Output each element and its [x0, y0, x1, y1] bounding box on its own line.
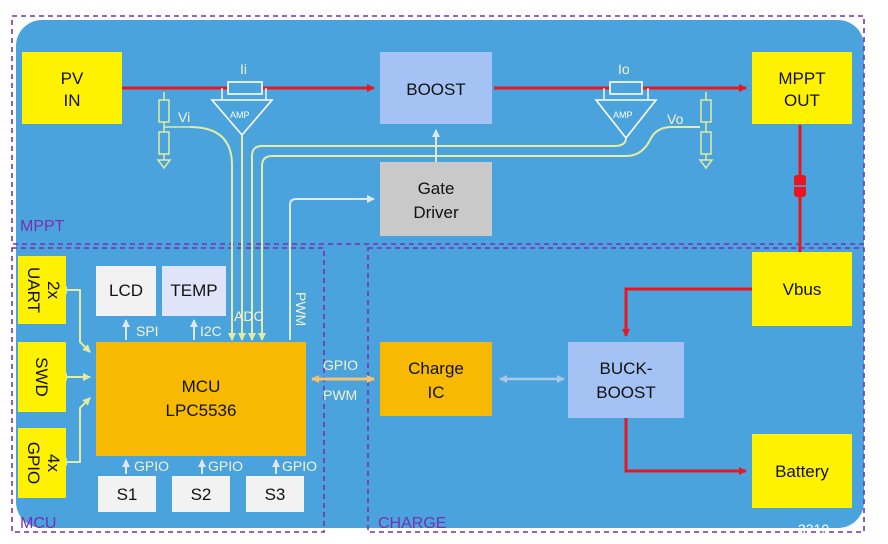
gate-driver-block: Gate Driver	[380, 162, 492, 236]
battery-block: Battery	[752, 434, 852, 508]
svg-text:OUT: OUT	[784, 91, 820, 110]
svg-text:S2: S2	[191, 485, 212, 504]
uart-block: 2x UART	[18, 256, 66, 324]
output-voltage-divider-icon	[698, 92, 714, 170]
svg-text:MCU: MCU	[182, 377, 221, 396]
svg-text:SWD: SWD	[32, 357, 51, 397]
section-label-mppt: MPPT	[20, 218, 65, 235]
mcu-block: MCU LPC5536	[96, 342, 306, 456]
svg-text:MPPT: MPPT	[778, 69, 825, 88]
mppt-out-block: MPPT OUT	[752, 52, 852, 124]
svg-text:Charge: Charge	[408, 359, 464, 378]
svg-text:4x: 4x	[44, 454, 63, 472]
svg-text:LCD: LCD	[109, 281, 143, 300]
s2-block: S2	[172, 476, 230, 512]
svg-text:2x: 2x	[44, 281, 63, 299]
adc-signal-lines	[189, 126, 700, 341]
i2c-label: I2C	[200, 323, 222, 339]
svg-text:UART: UART	[24, 267, 43, 313]
buck-boost-block: BUCK- BOOST	[568, 342, 684, 418]
pwm-link-label: PWM	[323, 387, 357, 403]
voltage-out-label: Vo	[667, 111, 684, 127]
boost-block: BOOST	[380, 52, 492, 124]
sense-resistor-output	[609, 81, 643, 95]
peripheral-links	[59, 286, 91, 466]
svg-text:IN: IN	[64, 91, 81, 110]
svg-text:Vbus: Vbus	[783, 280, 822, 299]
svg-text:S1: S1	[117, 485, 138, 504]
svg-text:GPIO: GPIO	[24, 442, 43, 485]
svg-text:LPC5536: LPC5536	[166, 401, 237, 420]
svg-text:TEMP: TEMP	[170, 281, 217, 300]
charge-section-border	[367, 247, 865, 533]
power-path	[122, 84, 806, 475]
s1-block: S1	[98, 476, 156, 512]
spi-label: SPI	[136, 323, 159, 339]
adc-label: ADC	[234, 308, 264, 324]
svg-text:BOOST: BOOST	[406, 80, 466, 99]
svg-text:PV: PV	[61, 69, 84, 88]
s3-gpio-label: GPIO	[282, 458, 317, 474]
input-voltage-divider-icon	[156, 92, 190, 170]
charge-ic-block: Charge IC	[380, 342, 492, 416]
output-amp-label: AMP	[613, 110, 633, 120]
current-in-label: Ii	[240, 61, 247, 77]
current-out-label: Io	[618, 61, 630, 77]
swd-block: SWD	[18, 342, 66, 412]
mppt-section-border	[11, 15, 865, 245]
input-amp-icon	[210, 99, 274, 137]
svg-text:S3: S3	[265, 485, 286, 504]
svg-text:BUCK-: BUCK-	[600, 359, 653, 378]
sense-resistor-input	[227, 81, 263, 95]
mcu-section-border	[11, 247, 325, 533]
svg-text:Driver: Driver	[413, 203, 459, 222]
input-amp-label: AMP	[230, 110, 250, 120]
s1-gpio-label: GPIO	[134, 458, 169, 474]
vbus-block: Vbus	[752, 252, 852, 326]
watermark: 3210	[798, 521, 829, 537]
voltage-in-label: Vi	[178, 109, 190, 125]
section-label-mcu: MCU	[20, 515, 56, 532]
svg-text:Battery: Battery	[775, 462, 829, 481]
s3-block: S3	[246, 476, 304, 512]
pwm-label: PWM	[293, 292, 309, 326]
svg-text:IC: IC	[428, 383, 445, 402]
s2-gpio-label: GPIO	[208, 458, 243, 474]
svg-text:Gate: Gate	[418, 179, 455, 198]
pwm-line	[289, 195, 375, 340]
temp-block: TEMP	[162, 266, 226, 316]
gpio-4x-block: 4x GPIO	[18, 428, 66, 498]
lcd-block: LCD	[96, 266, 156, 316]
gpio-link-label: GPIO	[323, 357, 358, 373]
svg-text:BOOST: BOOST	[596, 383, 656, 402]
pv-in-block: PV IN	[22, 52, 122, 124]
output-amp-icon	[594, 99, 658, 140]
section-label-charge: CHARGE	[378, 515, 446, 532]
